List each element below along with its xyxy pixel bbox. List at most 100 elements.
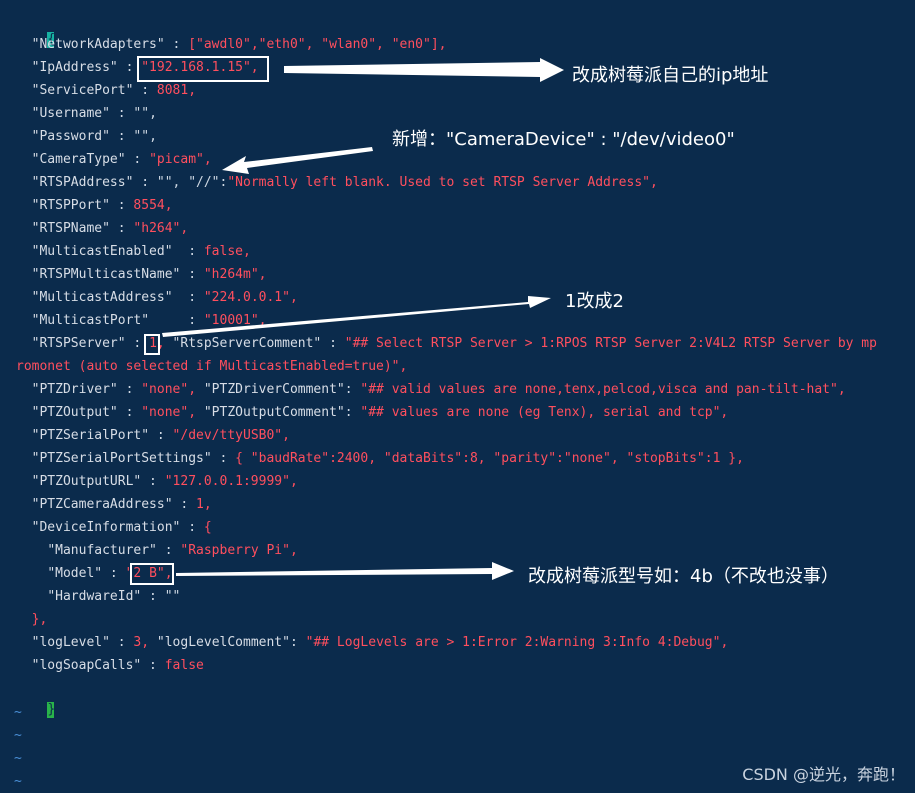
json-key: "logLevel" <box>31 635 110 650</box>
json-key: "logLevelComment" <box>156 635 290 650</box>
code-line-ptz-output: "PTZOutput" : "none", "PTZOutputComment"… <box>31 405 729 420</box>
code-line-ptz-serial-settings: "PTZSerialPortSettings" : { "baudRate":2… <box>31 451 744 466</box>
json-key: "PTZOutput" <box>31 405 118 420</box>
annotation-ip: 改成树莓派自己的ip地址 <box>572 65 769 86</box>
json-value: 8554, <box>133 198 173 213</box>
json-value: "/dev/ttyUSB0", <box>172 428 290 443</box>
annotation-rtsp: 1改成2 <box>565 291 624 312</box>
json-key: "PTZOutputComment" <box>203 405 345 420</box>
json-value-rtsp-server: 1, <box>149 336 165 351</box>
code-line-log-level: "logLevel" : 3, "logLevelComment": "## L… <box>31 635 729 650</box>
json-key: "Password" <box>31 129 110 144</box>
json-value: "Raspberry Pi", <box>180 543 298 558</box>
code-line-open-brace: { <box>16 10 55 48</box>
json-key: "IpAddress" <box>31 60 118 75</box>
json-value: ["awdl0","eth0", "wlan0", "en0"], <box>188 37 447 52</box>
code-line-rtsp-server-wrap: romonet (auto selected if MulticastEnabl… <box>16 357 407 377</box>
json-key: "MulticastEnabled" <box>31 244 173 259</box>
code-line-username: "Username" : "", <box>31 106 157 121</box>
empty-line-tilde: ~ <box>14 728 22 743</box>
json-key: "Manufacturer" <box>47 543 157 558</box>
empty-line-tilde: ~ <box>14 751 22 766</box>
json-value: "h264", <box>133 221 189 236</box>
code-line-rtsp-address: "RTSPAddress" : "", "//":"Normally left … <box>31 175 658 190</box>
arrow-model <box>176 562 514 580</box>
json-value: false <box>164 658 204 673</box>
json-key: "NetworkAdapters" <box>31 37 165 52</box>
code-line-manufacturer: "Manufacturer" : "Raspberry Pi", <box>47 543 298 558</box>
code-line-camera-type: "CameraType" : "picam", <box>31 152 212 167</box>
json-comment: "## values are none (eg Tenx), serial an… <box>360 405 729 420</box>
json-value-model: "2 B", <box>125 566 173 581</box>
code-line-rtsp-multicast-name: "RTSPMulticastName" : "h264m", <box>31 267 267 282</box>
json-key: "RtspServerComment" <box>172 336 322 351</box>
json-key: "PTZOutputURL" <box>31 474 142 489</box>
code-line-service-port: "ServicePort" : 8081, <box>31 83 197 98</box>
json-value: "10001", <box>203 313 267 328</box>
watermark: CSDN @逆光，奔跑！ <box>742 765 905 784</box>
code-line-rtsp-port: "RTSPPort" : 8554, <box>31 198 173 213</box>
matching-brace: } <box>47 702 56 718</box>
json-key: "RTSPMulticastName" <box>31 267 181 282</box>
json-key: "MulticastAddress" <box>31 290 173 305</box>
empty-line-tilde: ~ <box>14 705 22 720</box>
code-line-multicast-enabled: "MulticastEnabled" : false, <box>31 244 251 259</box>
json-value: "", <box>133 106 157 121</box>
json-value: { "baudRate":2400, "dataBits":8, "parity… <box>235 451 744 466</box>
json-key: "RTSPAddress" <box>31 175 134 190</box>
code-line-ptz-serial-port: "PTZSerialPort" : "/dev/ttyUSB0", <box>31 428 290 443</box>
code-line-ptz-driver: "PTZDriver" : "none", "PTZDriverComment"… <box>31 382 846 397</box>
code-line-password: "Password" : "", <box>31 129 157 144</box>
code-line-rtsp-server: "RTSPServer" : 1, "RtspServerComment" : … <box>31 336 877 351</box>
json-key: "HardwareId" <box>47 589 142 604</box>
code-line-close-brace: } <box>16 680 55 718</box>
json-key: "Username" <box>31 106 110 121</box>
json-key: "PTZDriver" <box>31 382 118 397</box>
json-key: "DeviceInformation" <box>31 520 181 535</box>
json-comment: "## valid values are none,tenx,pelcod,vi… <box>360 382 846 397</box>
json-key: "PTZSerialPortSettings" <box>31 451 212 466</box>
highlight-ip-box <box>137 56 269 82</box>
json-value: "", "//": <box>156 175 228 190</box>
code-line-log-soap-calls: "logSoapCalls" : false <box>31 658 204 673</box>
json-key: "MulticastPort" <box>31 313 150 328</box>
code-line-ip-address: "IpAddress" : "192.168.1.15", <box>31 60 259 75</box>
json-value: "127.0.0.1:9999", <box>164 474 298 489</box>
json-key: "PTZCameraAddress" <box>31 497 173 512</box>
json-value: false, <box>203 244 251 259</box>
arrow-rtsp <box>162 296 551 337</box>
arrow-camera <box>222 147 373 174</box>
code-line-model: "Model" : "2 B", <box>47 566 173 581</box>
code-line-network-adapters: "NetworkAdapters" : ["awdl0","eth0", "wl… <box>31 37 447 52</box>
json-value-ip: "192.168.1.15", <box>141 60 259 75</box>
arrow-ip <box>284 58 564 82</box>
highlight-model-box <box>130 563 174 585</box>
annotation-model: 改成树莓派型号如：4b（不改也没事） <box>528 566 839 587</box>
json-value: "224.0.0.1", <box>203 290 298 305</box>
json-key: "RTSPPort" <box>31 198 110 213</box>
json-value: 8081, <box>156 83 197 98</box>
json-comment: romonet (auto selected if MulticastEnabl… <box>16 359 408 374</box>
json-comment: "## Select RTSP Server > 1:RPOS RTSP Ser… <box>344 336 877 351</box>
json-key: "RTSPName" <box>31 221 110 236</box>
code-line-multicast-address: "MulticastAddress" : "224.0.0.1", <box>31 290 298 305</box>
code-line-device-close: }, <box>16 610 48 630</box>
json-value: { <box>203 520 212 535</box>
json-key: "PTZSerialPort" <box>31 428 150 443</box>
json-key: "logSoapCalls" <box>31 658 142 673</box>
code-line-ptz-camera-address: "PTZCameraAddress" : 1, <box>31 497 212 512</box>
highlight-rtsp-server-box <box>144 334 160 355</box>
json-key: "Model" <box>47 566 103 581</box>
cursor: { <box>47 31 56 48</box>
json-key: "CameraType" <box>31 152 126 167</box>
code-line-multicast-port: "MulticastPort" : "10001", <box>31 313 267 328</box>
json-value: 3, <box>133 635 150 650</box>
json-key: "PTZDriverComment" <box>203 382 345 397</box>
json-key: "ServicePort" <box>31 83 134 98</box>
code-line-ptz-output-url: "PTZOutputURL" : "127.0.0.1:9999", <box>31 474 298 489</box>
json-comment: "## LogLevels are > 1:Error 2:Warning 3:… <box>305 635 729 650</box>
json-value: "" <box>164 589 181 604</box>
code-line-hardware-id: "HardwareId" : "" <box>47 589 181 604</box>
